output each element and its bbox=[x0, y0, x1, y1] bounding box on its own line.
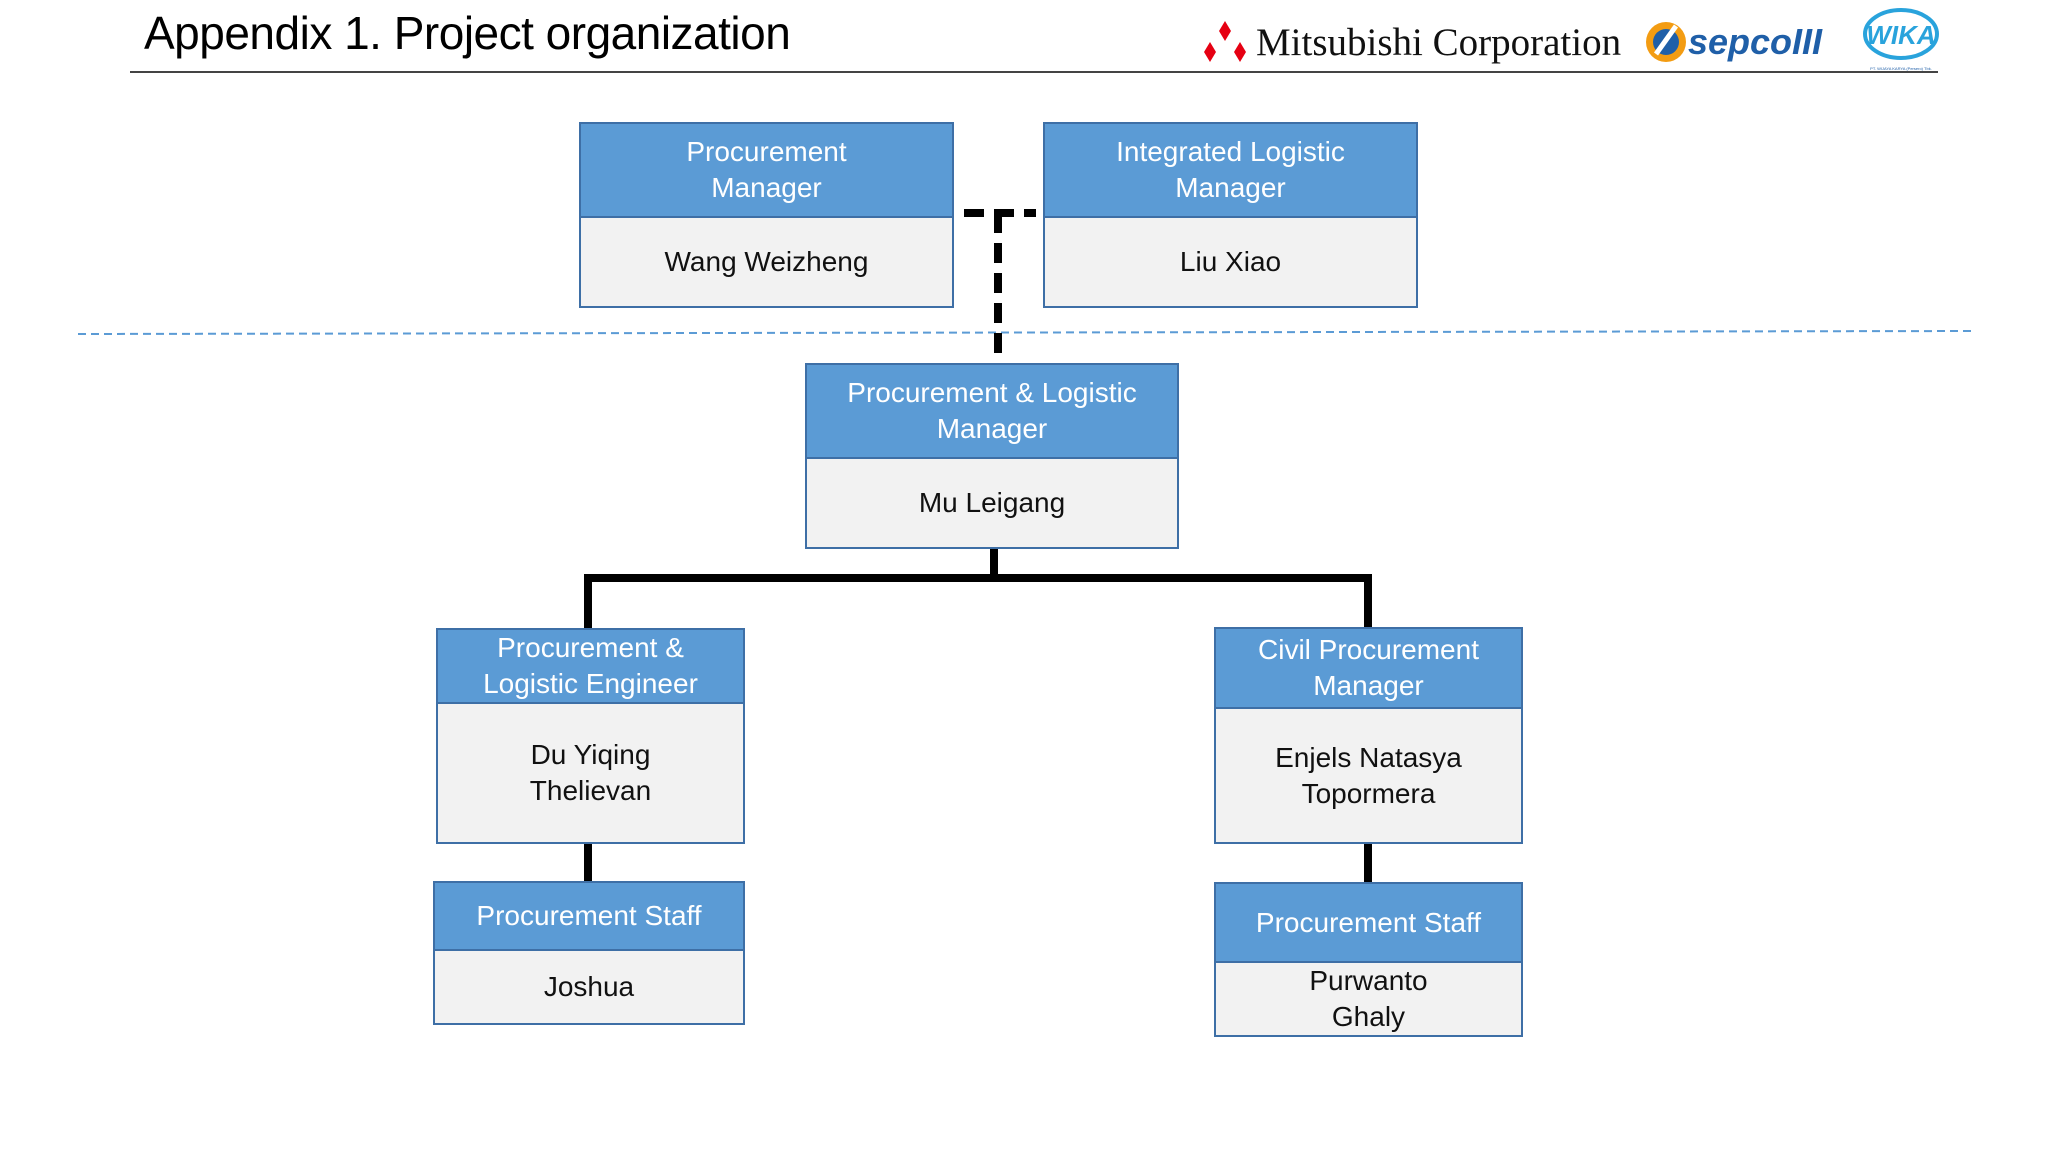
wika-logo-subtext: PT. WIJAYA KARYA (Persero) Tbk. bbox=[1870, 66, 1932, 71]
person-name: Liu Xiao bbox=[1179, 246, 1282, 277]
person-name: Joshua bbox=[543, 971, 635, 1002]
role-label: Procurement Staff bbox=[1216, 884, 1521, 963]
sepco-logo: sepcoIII bbox=[1646, 21, 1823, 62]
three-diamonds-icon bbox=[1204, 21, 1246, 62]
external-internal-divider bbox=[77, 330, 1973, 335]
procurement-manager-box: Procurement Manager Wang Weizheng bbox=[579, 122, 954, 308]
role-label: Procurement & Logistic Manager bbox=[807, 365, 1177, 459]
person-name: Du Yiqing Thelievan bbox=[529, 739, 652, 806]
person-name: Mu Leigang bbox=[918, 487, 1066, 518]
role-label: Procurement Manager bbox=[581, 124, 952, 218]
person-name: Purwanto Ghaly bbox=[1309, 965, 1428, 1032]
wika-logo-text: WIKA bbox=[1866, 20, 1935, 50]
mitsubishi-logo: Mitsubishi Corporation bbox=[1202, 14, 1621, 70]
role-label: Integrated Logistic Manager bbox=[1045, 124, 1416, 218]
role-label: Procurement Staff bbox=[435, 883, 743, 951]
person-name: Enjels Natasya Topormera bbox=[1275, 741, 1462, 809]
title-divider bbox=[130, 71, 1938, 73]
procurement-logistic-manager-box: Procurement & Logistic Manager Mu Leigan… bbox=[805, 363, 1179, 549]
person-name: Wang Weizheng bbox=[664, 246, 869, 277]
page-title: Appendix 1. Project organization bbox=[144, 7, 791, 59]
procurement-logistic-engineer-box: Procurement & Logistic Engineer Du Yiqin… bbox=[436, 628, 745, 844]
civil-procurement-manager-box: Civil Procurement Manager Enjels Natasya… bbox=[1214, 627, 1523, 844]
mitsubishi-logo-text: Mitsubishi Corporation bbox=[1256, 20, 1622, 64]
wika-logo: WIKA PT. WIJAYA KARYA (Persero) Tbk. bbox=[1863, 8, 1939, 71]
sepco-logo-text: sepcoIII bbox=[1688, 21, 1823, 62]
integrated-logistic-manager-box: Integrated Logistic Manager Liu Xiao bbox=[1043, 122, 1418, 308]
procurement-staff-left-box: Procurement Staff Joshua bbox=[433, 881, 745, 1025]
role-label: Civil Procurement Manager bbox=[1216, 629, 1521, 709]
procurement-staff-right-box: Procurement Staff Purwanto Ghaly bbox=[1214, 882, 1523, 1037]
role-label: Procurement & Logistic Engineer bbox=[438, 630, 743, 704]
